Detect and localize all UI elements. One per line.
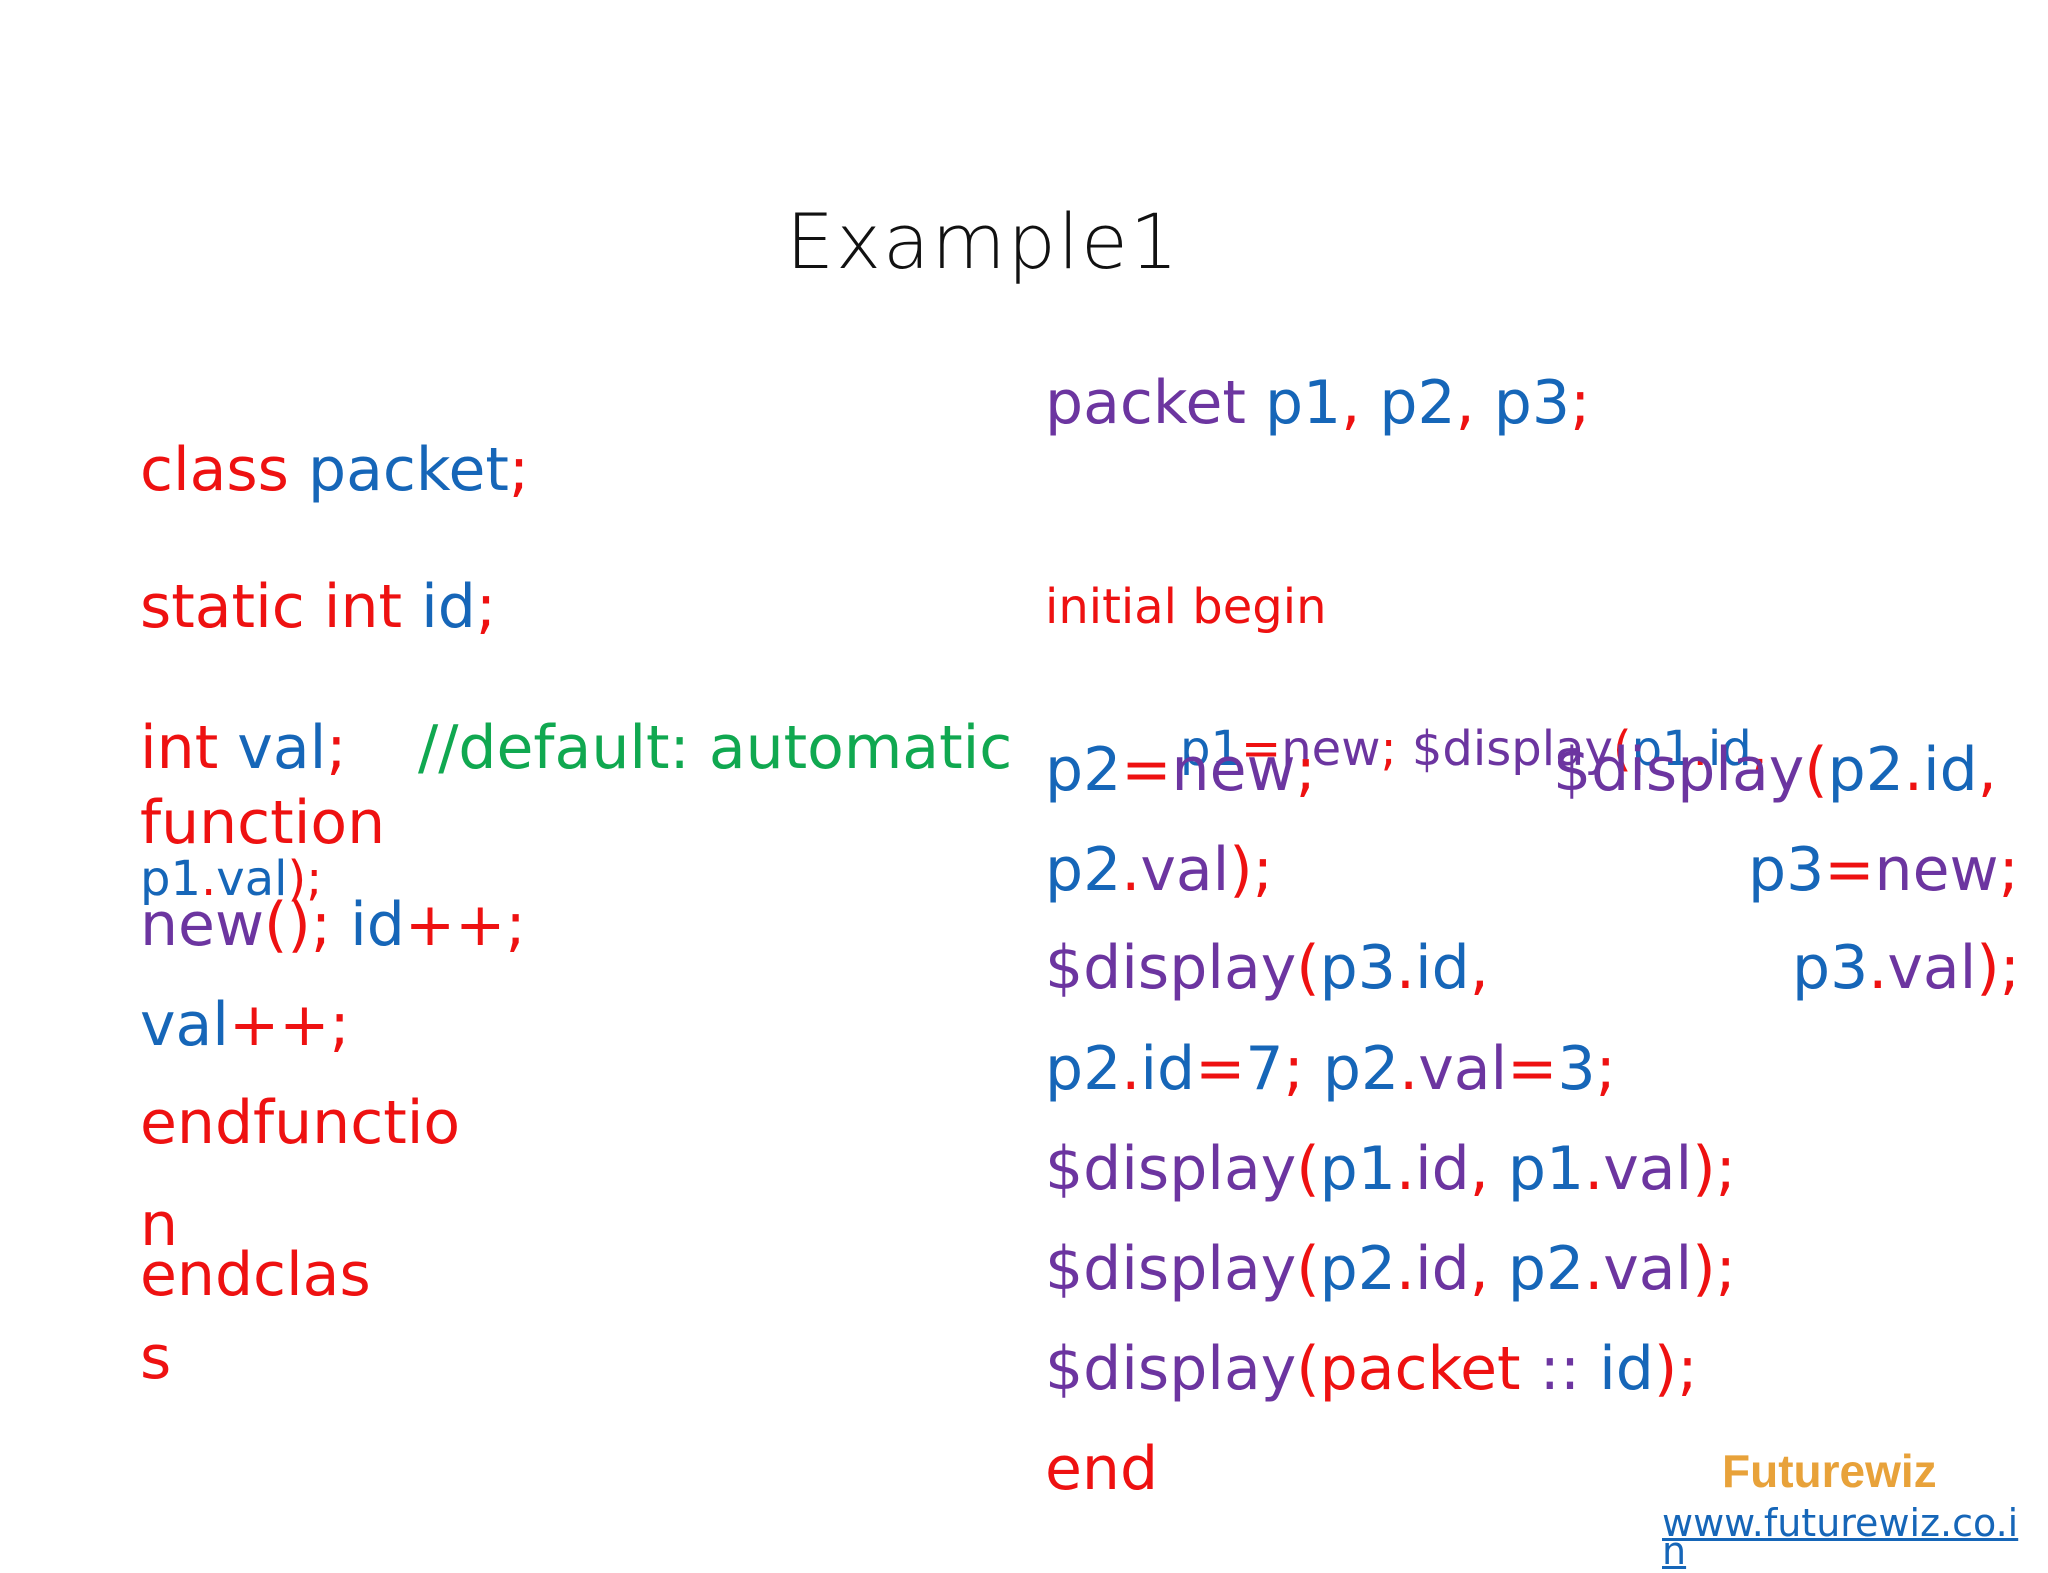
display-static-id-line: $display(packet :: id); bbox=[1045, 1334, 1698, 1404]
p2-val-end-line: p2.val); bbox=[1045, 835, 1273, 905]
keyword-endfunction-part1: endfunctio bbox=[140, 1088, 461, 1158]
static-id-line: static int id; bbox=[140, 577, 496, 637]
p3-val-end-line: p3.val); bbox=[1792, 933, 2020, 1003]
brand-logo-text: Futurewiz bbox=[1722, 1445, 1937, 1497]
display-p2-line: $display(p2.id, p2.val); bbox=[1045, 1234, 1736, 1304]
semicolon: ; bbox=[475, 572, 497, 642]
keyword-static-int: static int bbox=[140, 572, 403, 642]
display-p2-id-start: $display(p2.id, bbox=[1553, 735, 1997, 805]
keyword-endclass-part2: s bbox=[140, 1323, 172, 1393]
slide-title: Example1 bbox=[786, 197, 1181, 286]
overlapping-p1-new-display-text: p1=new; $display(p1.id, bbox=[1180, 721, 1767, 777]
class-name: packet bbox=[288, 435, 509, 505]
keyword-function: function bbox=[140, 788, 386, 858]
val-identifier: val bbox=[218, 713, 327, 783]
code-comment: //default: automatic bbox=[418, 713, 1013, 783]
keyword-endclass-part1: endclas bbox=[140, 1240, 371, 1310]
semicolon: ; bbox=[326, 713, 347, 783]
display-p1-line: $display(p1.id, p1.val); bbox=[1045, 1134, 1736, 1204]
function-new-line: new(); id++; bbox=[140, 890, 526, 960]
keyword-int: int bbox=[140, 713, 219, 783]
assignment-line: p2.id=7; p2.val=3; bbox=[1045, 1034, 1616, 1104]
new-keyword: new bbox=[140, 890, 265, 960]
semicolon: ; bbox=[508, 435, 530, 505]
keyword-end: end bbox=[1045, 1434, 1159, 1504]
keyword-class: class bbox=[140, 435, 289, 505]
p3-new-line: p3=new; bbox=[1748, 835, 2019, 905]
display-p3-id-start: $display(p3.id, bbox=[1045, 933, 1489, 1003]
packet-declaration-line: packet p1, p2, p3; bbox=[1045, 368, 1591, 438]
overlapping-p1-val-text: p1.val); bbox=[140, 851, 323, 907]
id-identifier: id bbox=[402, 572, 476, 642]
p2-new-line: p2=new; bbox=[1045, 735, 1316, 805]
website-link-wrap[interactable]: n bbox=[1662, 1529, 1687, 1573]
val-increment-line: val++; bbox=[140, 990, 350, 1060]
initial-begin-line: initial begin bbox=[1045, 579, 1327, 635]
website-link[interactable]: www.futurewiz.co.i bbox=[1662, 1501, 2019, 1545]
class-declaration-line: class packet; bbox=[140, 440, 529, 500]
keyword-endfunction-part2: n bbox=[140, 1190, 179, 1260]
int-val-line: int val; bbox=[140, 718, 346, 778]
